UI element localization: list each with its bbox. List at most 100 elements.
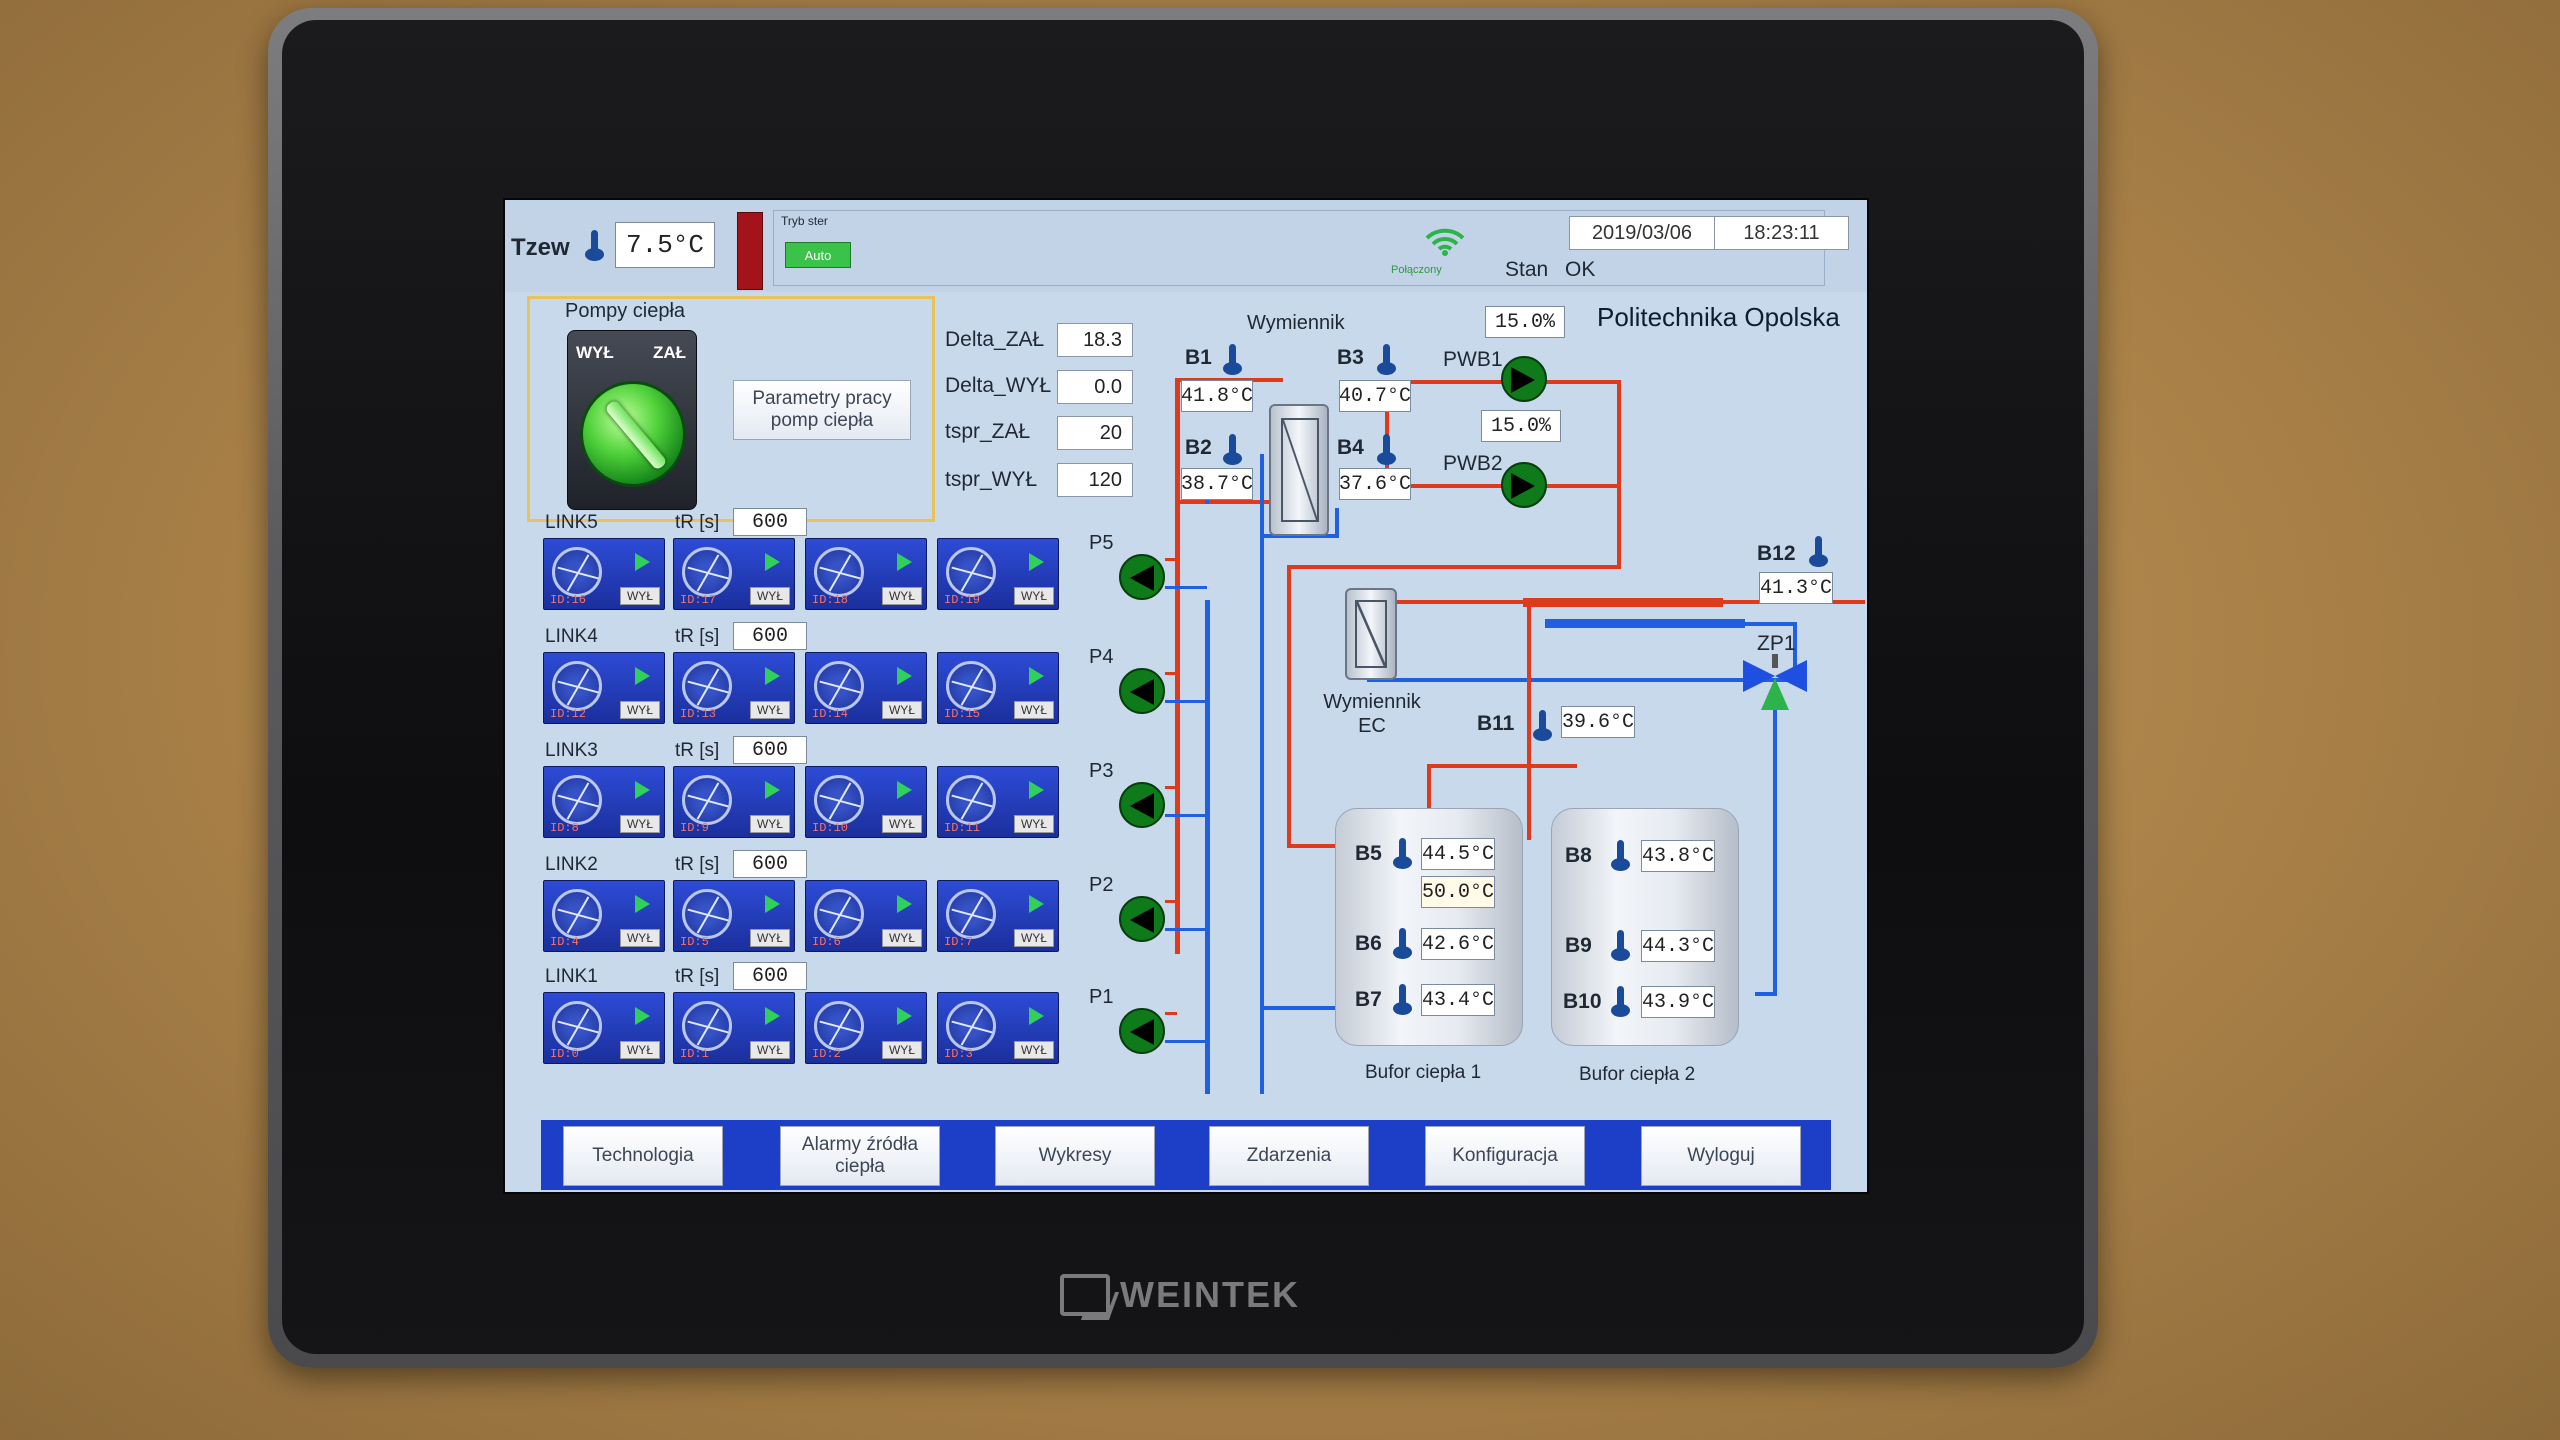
fan-state: WYŁ <box>750 587 790 605</box>
valve-icon[interactable] <box>1741 654 1809 724</box>
tr-value[interactable]: 600 <box>733 850 807 878</box>
fan-state: WYŁ <box>1014 1041 1054 1059</box>
fan-unit[interactable]: ID:4 WYŁ <box>543 880 665 952</box>
pwb1-percent[interactable]: 15.0% <box>1485 306 1565 338</box>
nav-zdarzenia-button[interactable]: Zdarzenia <box>1209 1126 1369 1186</box>
play-icon <box>897 1007 912 1025</box>
nav-wyloguj-button[interactable]: Wyloguj <box>1641 1126 1801 1186</box>
brand-name: WEINTEK <box>1120 1274 1300 1315</box>
heat-pump-params-button[interactable]: Parametry pracy pomp ciepła <box>733 380 911 440</box>
play-icon <box>635 781 650 799</box>
fan-id: ID:18 <box>812 593 849 607</box>
fan-icon <box>814 547 864 597</box>
circulation-pump-icon[interactable] <box>1119 896 1165 942</box>
pwb2-pump-icon[interactable] <box>1501 462 1547 508</box>
hot-pipe <box>1527 600 1531 840</box>
fan-id: ID:19 <box>944 593 981 607</box>
fan-icon <box>946 775 996 825</box>
fan-id: ID:10 <box>812 821 849 835</box>
link-name: LINK5 <box>545 512 598 533</box>
param-value[interactable]: 18.3 <box>1057 323 1133 357</box>
fan-id: ID:4 <box>550 935 579 949</box>
pump-label: P4 <box>1089 646 1114 668</box>
play-icon <box>765 1007 780 1025</box>
circulation-pump-icon[interactable] <box>1119 782 1165 828</box>
nav-wykresy-button[interactable]: Wykresy <box>995 1126 1155 1186</box>
cold-pipe <box>1335 508 1339 538</box>
sensor-value: 44.3°C <box>1641 930 1715 962</box>
buffer-setpoint[interactable]: 50.0°C <box>1421 876 1495 908</box>
bottom-nav <box>541 1120 1831 1190</box>
hot-pipe <box>1165 558 1177 561</box>
nav-technologia-button[interactable]: Technologia <box>563 1126 723 1186</box>
hot-pipe <box>1645 600 1865 604</box>
time-value: 18:23:11 <box>1743 221 1820 244</box>
sensor-label: B7 <box>1355 988 1382 1011</box>
tr-value[interactable]: 600 <box>733 962 807 990</box>
sensor-value: 41.8°C <box>1181 380 1253 412</box>
param-label: tspr_WYŁ <box>945 468 1038 491</box>
fan-id: ID:17 <box>680 593 717 607</box>
thermometer-icon <box>1391 984 1415 1016</box>
heat-pump-switch[interactable]: WYŁ ZAŁ <box>567 330 697 510</box>
organization-name: Politechnika Opolska <box>1597 302 1840 332</box>
tr-value[interactable]: 600 <box>733 622 807 650</box>
fan-state: WYŁ <box>750 1041 790 1059</box>
date-time-box: 2019/03/06 18:23:11 <box>1569 216 1849 250</box>
sensor-value: 43.4°C <box>1421 984 1495 1016</box>
fan-id: ID:11 <box>944 821 981 835</box>
fan-state: WYŁ <box>620 929 660 947</box>
thermometer-icon <box>1375 434 1399 466</box>
circulation-pump-icon[interactable] <box>1119 1008 1165 1054</box>
tr-label: tR [s] <box>675 966 720 987</box>
hot-pipe <box>1165 672 1177 675</box>
play-icon <box>635 667 650 685</box>
tr-value[interactable]: 600 <box>733 508 807 536</box>
mode-auto-button[interactable]: Auto <box>785 242 851 268</box>
wifi-icon <box>1423 226 1467 256</box>
circulation-pump-icon[interactable] <box>1119 554 1165 600</box>
fan-icon <box>814 1001 864 1051</box>
link-name: LINK3 <box>545 740 598 761</box>
cold-pipe <box>1165 1040 1207 1043</box>
mode-label: Tryb ster <box>781 214 828 228</box>
exchanger-title: Wymiennik <box>1247 312 1345 334</box>
param-value[interactable]: 0.0 <box>1057 370 1133 404</box>
hot-pipe <box>1165 786 1177 789</box>
param-value[interactable]: 120 <box>1057 463 1133 497</box>
fan-icon <box>552 1001 602 1051</box>
pwb2-percent[interactable]: 15.0% <box>1481 410 1561 442</box>
nav-konfiguracja-button[interactable]: Konfiguracja <box>1425 1126 1585 1186</box>
pwb1-pump-icon[interactable] <box>1501 356 1547 402</box>
fan-state: WYŁ <box>1014 701 1054 719</box>
circulation-pump-icon[interactable] <box>1119 668 1165 714</box>
link-name: LINK1 <box>545 966 598 987</box>
sensor-label: B9 <box>1565 934 1592 957</box>
param-value[interactable]: 20 <box>1057 416 1133 450</box>
switch-off-label: WYŁ <box>576 343 614 362</box>
fan-unit[interactable]: ID:17 WYŁ <box>673 538 795 610</box>
play-icon <box>897 895 912 913</box>
heat-pumps-panel <box>527 296 935 522</box>
fan-id: ID:8 <box>550 821 579 835</box>
nav-alarmy-button[interactable]: Alarmy źródła ciepła <box>780 1126 940 1186</box>
tr-value[interactable]: 600 <box>733 736 807 764</box>
